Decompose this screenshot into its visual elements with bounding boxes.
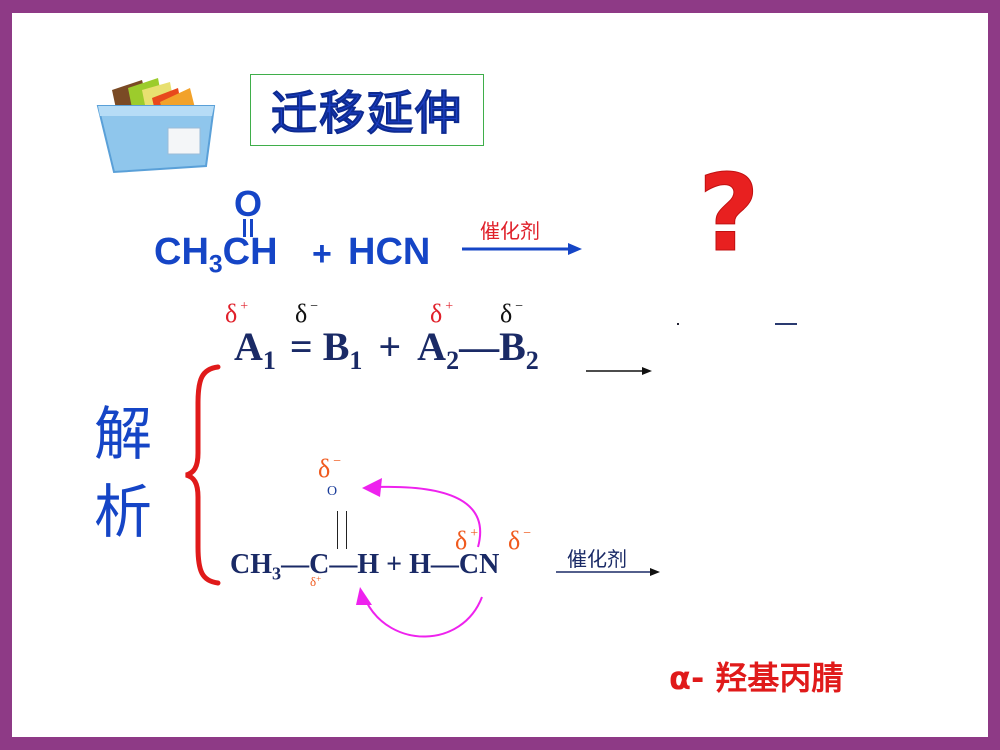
analysis-catalyst-label: 催化剂	[567, 547, 627, 571]
analysis-reaction: CH3—C—H + H—CN	[230, 549, 500, 584]
product-name: α- 羟基丙腈	[669, 659, 844, 697]
slide-title: 迁移延伸	[271, 86, 463, 141]
example-reactant-2: HCN	[348, 231, 431, 273]
delta-minus-oxygen: δ−	[318, 454, 342, 483]
electron-flow-arrows	[356, 478, 483, 638]
example-reactant-1: CH3CH	[154, 231, 278, 279]
example-plus: +	[312, 235, 332, 273]
analysis-reaction-arrow	[556, 568, 660, 576]
delta-plus-a2: δ+	[430, 299, 454, 328]
general-reaction: A1 = B1 + A2—B2	[234, 324, 539, 376]
delta-plus-carbon: δ+	[310, 574, 322, 589]
analysis-oxygen: O	[327, 484, 338, 499]
example-catalyst-label: 催化剂	[480, 219, 540, 243]
delta-minus-b1: δ−	[295, 299, 319, 328]
title-box: 迁移延伸	[250, 74, 484, 146]
carbonyl-oxygen: O	[234, 183, 263, 224]
analysis-brace	[185, 364, 221, 586]
file-box-icon	[96, 78, 216, 174]
carbonyl-double-bond	[243, 219, 253, 237]
faint-dot	[677, 323, 679, 325]
general-reaction-arrow	[586, 367, 652, 375]
delta-plus-h: δ+	[455, 526, 479, 555]
delta-minus-b2: δ−	[500, 299, 524, 328]
delta-minus-cn: δ−	[508, 526, 532, 555]
analysis-double-bond	[337, 511, 347, 549]
slide: 迁移延伸 CH3CH O + HCN 催化剂 ? δ+ δ− δ+ δ− A1 …	[12, 13, 988, 737]
faint-dash	[775, 323, 797, 325]
analysis-label: 解 析	[94, 400, 153, 546]
delta-plus-a1: δ+	[225, 299, 249, 328]
example-reaction-arrow	[462, 243, 582, 255]
question-mark: ?	[698, 152, 760, 275]
